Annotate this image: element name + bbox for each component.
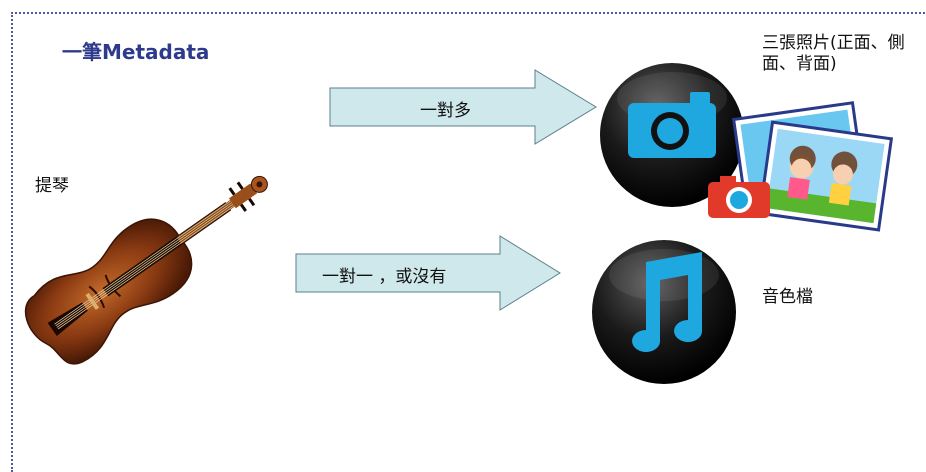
dotted-frame	[11, 12, 926, 472]
diagram-title: 一筆Metadata	[62, 40, 210, 64]
violin-label: 提琴	[35, 176, 69, 196]
audio-file-label: 音色檔	[762, 287, 813, 307]
relation-arrow-one-to-one	[295, 235, 561, 311]
photos-label: 三張照片(正面、側面、背面)	[762, 33, 905, 74]
violin-icon	[24, 175, 268, 365]
relation-label-one-to-one: 一對一 ，或沒有	[322, 267, 447, 287]
relation-arrow-one-to-many	[329, 69, 597, 145]
relation-label-one-to-many: 一對多	[420, 101, 471, 121]
camera-photos-icon	[600, 63, 894, 232]
music-note-icon	[592, 240, 736, 384]
